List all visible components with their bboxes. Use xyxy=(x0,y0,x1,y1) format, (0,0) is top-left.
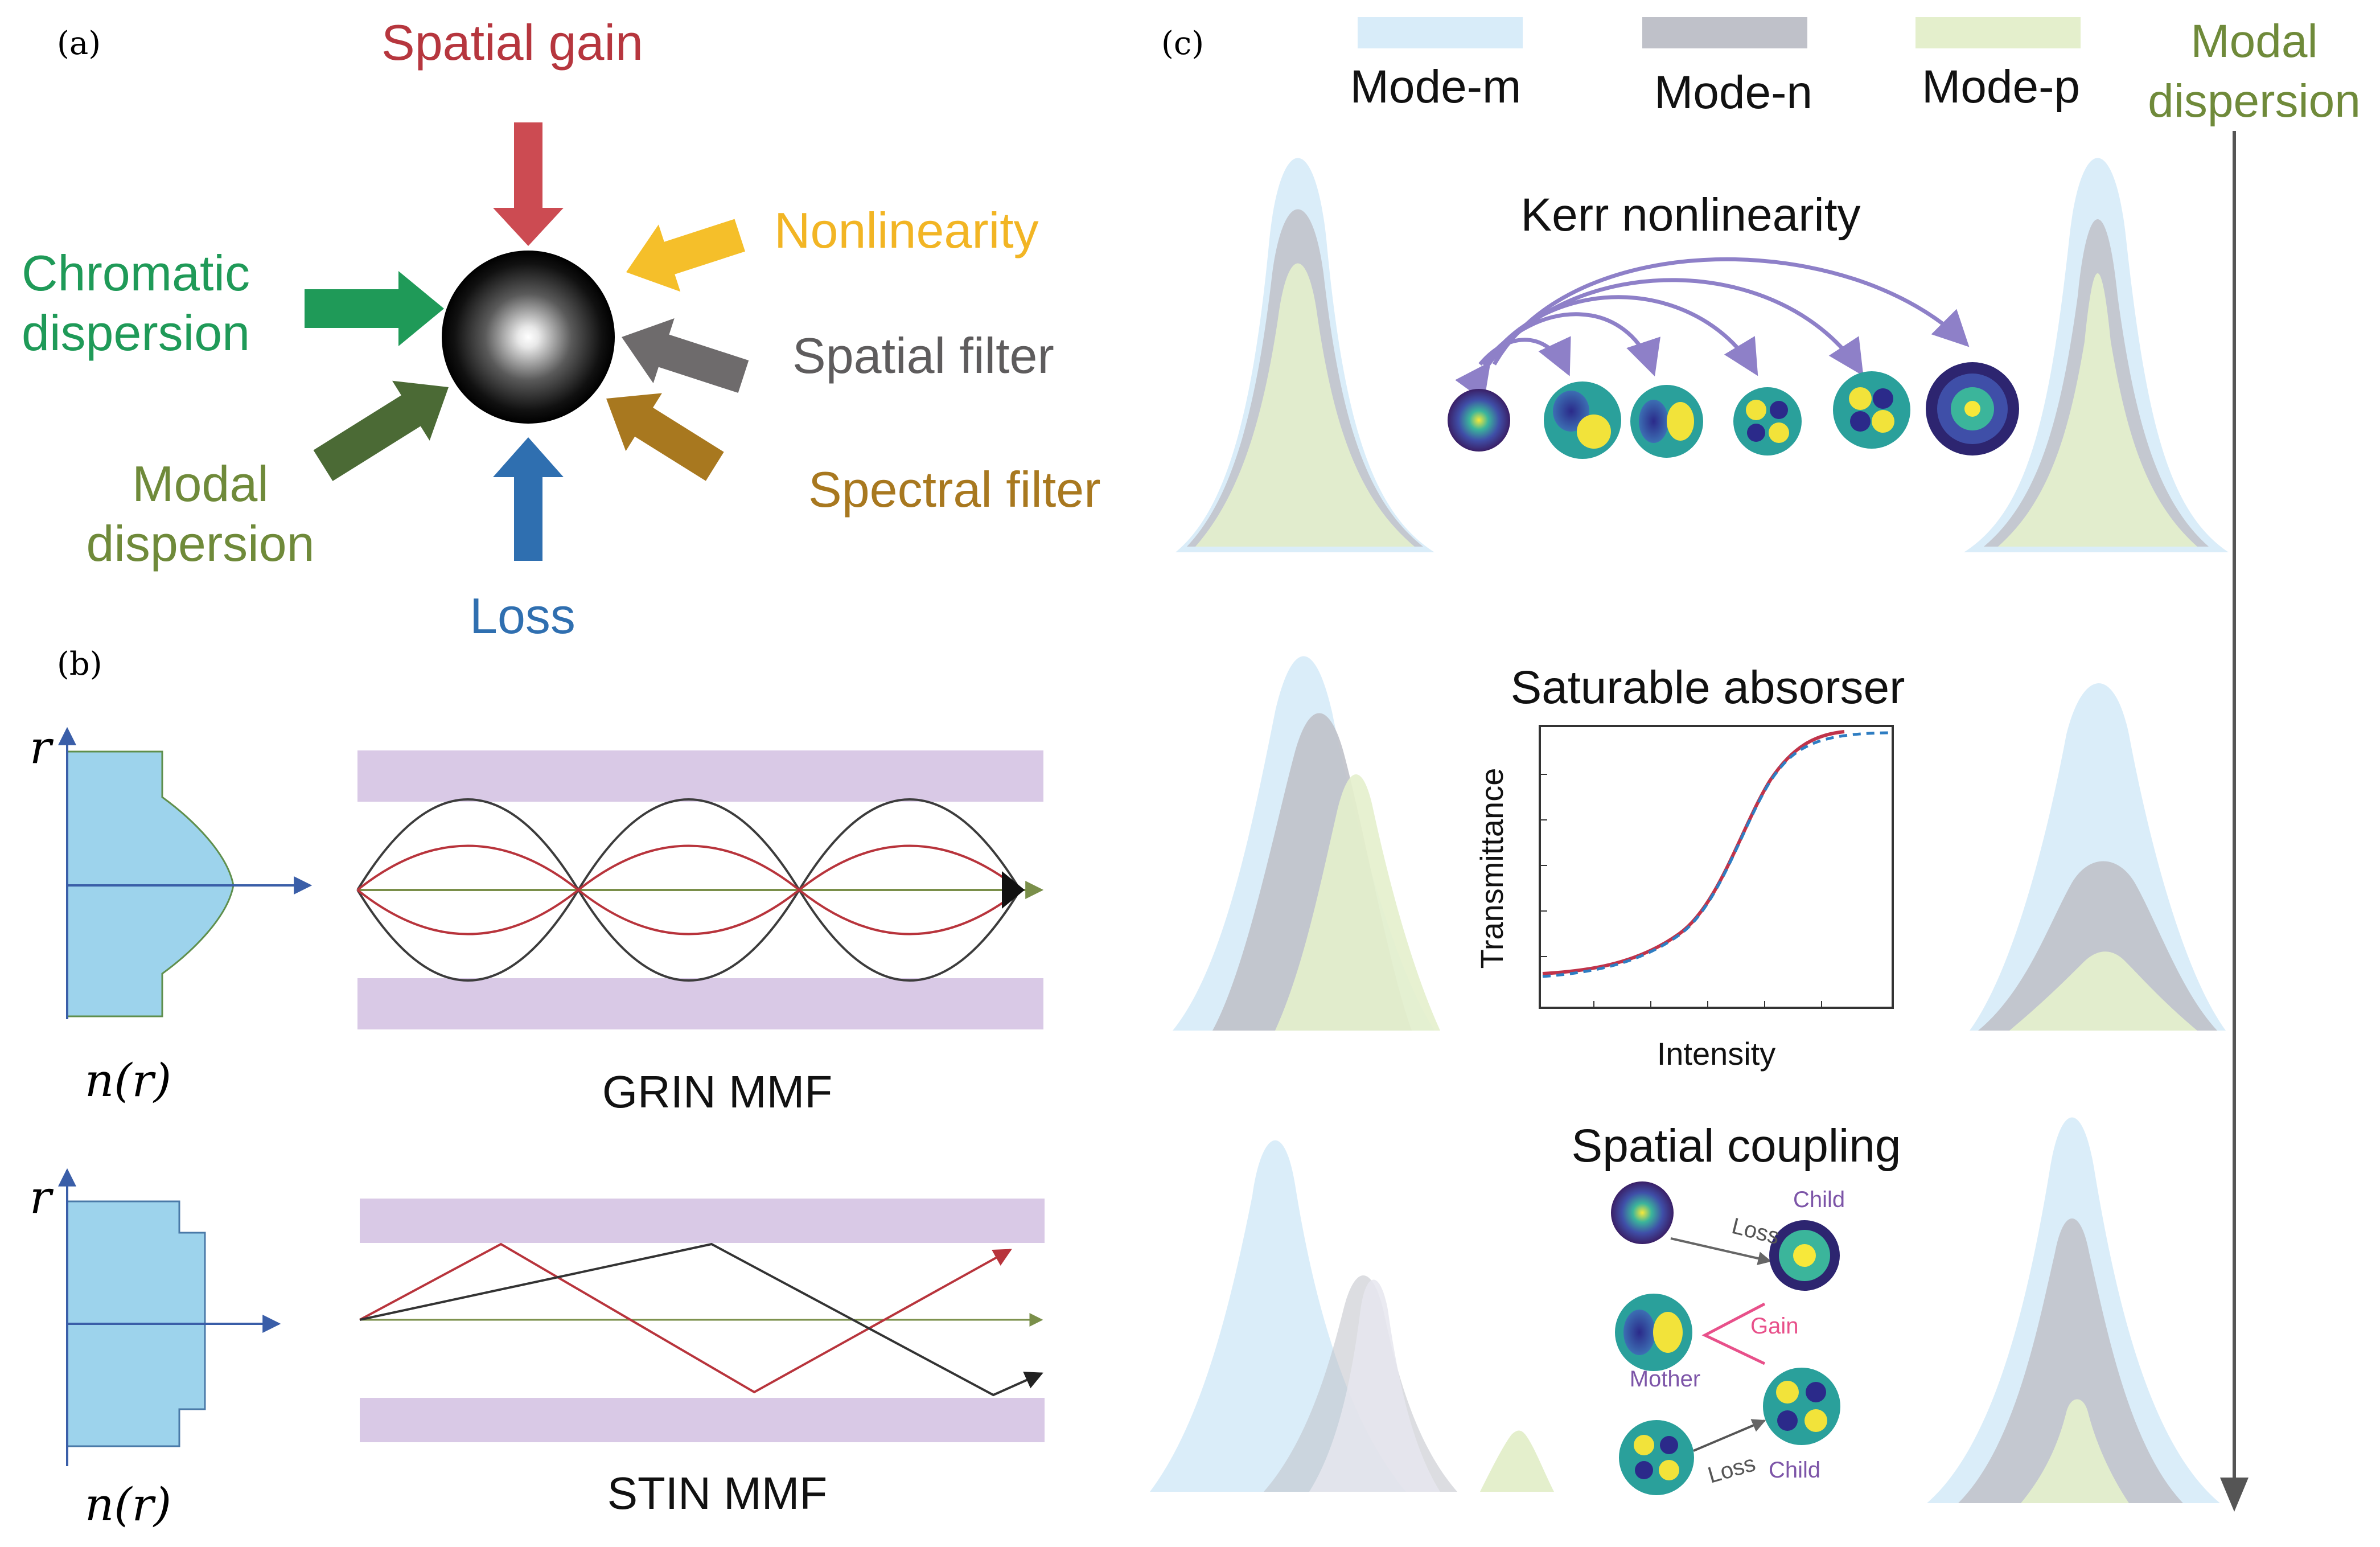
mode-lp21 xyxy=(1733,387,1802,456)
coupling-mother: Mother xyxy=(1630,1367,1701,1392)
kerr-title: Kerr nonlinearity xyxy=(1520,189,1860,241)
chromatic-dispersion-label-1: Chromatic xyxy=(22,245,250,301)
chromatic-dispersion-label-2: dispersion xyxy=(22,305,250,361)
modal-dispersion-label-2: dispersion xyxy=(86,515,314,572)
kerr-coupling-arrows xyxy=(1455,257,1970,401)
spatial-gain-arrow xyxy=(493,122,564,246)
row3-right-pulses xyxy=(1927,1117,2220,1503)
grin-index-profile xyxy=(58,727,313,1019)
coupling-title: Spatial coupling xyxy=(1572,1120,1901,1172)
legend-swatch-mode-m xyxy=(1358,17,1523,48)
nonlinearity-label: Nonlinearity xyxy=(774,202,1039,258)
stin-profile-label: n(r) xyxy=(85,1478,171,1531)
coupling-modes xyxy=(1611,1181,1840,1495)
mode-lp01 xyxy=(1448,389,1510,452)
grin-fiber xyxy=(356,750,1044,1029)
coupling-gain: Gain xyxy=(1750,1314,1799,1339)
mode-lp11b xyxy=(1630,385,1703,458)
pulse-ball xyxy=(442,251,615,424)
grin-axis-label: r xyxy=(30,721,54,774)
row2-right-pulses xyxy=(1970,683,2226,1031)
legend-mode-m: Mode-m xyxy=(1350,61,1522,113)
stin-fiber xyxy=(359,1199,1045,1442)
mode-lp11a xyxy=(1544,381,1621,459)
spatial-filter-label: Spatial filter xyxy=(792,327,1054,384)
panel-b: (b) r n(r) GRIN MMF r n(r) xyxy=(30,646,1045,1531)
legend-mode-n: Mode-n xyxy=(1654,67,1812,118)
saturable-xlabel: Intensity xyxy=(1657,1036,1776,1072)
nonlinearity-arrow xyxy=(626,219,745,292)
panel-c-label: (c) xyxy=(1161,25,1204,62)
spatial-gain-label: Spatial gain xyxy=(381,14,643,71)
coupling-loss-bottom: Loss xyxy=(1705,1451,1758,1488)
panel-a-label: (a) xyxy=(57,25,101,62)
coupling-child-top: Child xyxy=(1793,1187,1845,1212)
chromatic-dispersion-arrow xyxy=(305,271,444,346)
spatial-filter-arrow xyxy=(622,318,749,393)
panel-b-label: (b) xyxy=(57,646,102,683)
panel-c: (c) Mode-m Mode-n Mode-p Modal dispersio… xyxy=(1150,15,2361,1512)
modal-dispersion-arrow xyxy=(313,380,449,481)
stin-title: STIN MMF xyxy=(607,1468,828,1519)
modal-dispersion-axis-arrow xyxy=(2220,131,2249,1512)
legend-mode-p: Mode-p xyxy=(1922,61,2080,113)
saturable-title: Saturable absorser xyxy=(1511,662,1905,713)
legend-swatch-mode-p xyxy=(1915,17,2081,48)
legend: Mode-m Mode-n Mode-p xyxy=(1350,17,2081,118)
row2-left-pulses xyxy=(1173,656,1440,1031)
stin-index-profile xyxy=(58,1168,281,1466)
loss-arrow xyxy=(493,437,564,561)
panel-a: (a) Spatial gain Nonlinearity Spatial fi… xyxy=(22,14,1101,644)
coupling-loss-top: Loss xyxy=(1729,1213,1782,1249)
spectral-filter-label: Spectral filter xyxy=(808,461,1101,518)
row3-left-pulses xyxy=(1150,1140,1554,1492)
grin-profile-label: n(r) xyxy=(85,1054,171,1107)
saturable-ylabel: Transmittance xyxy=(1474,768,1510,969)
loss-label: Loss xyxy=(470,588,576,644)
grin-title: GRIN MMF xyxy=(602,1066,832,1117)
modal-dispersion-c-label-1: Modal xyxy=(2190,15,2317,67)
saturable-plot: Transmittance Intensity xyxy=(1474,725,1894,1072)
mode-lp02 xyxy=(1833,371,1910,449)
modal-dispersion-label-1: Modal xyxy=(132,456,269,512)
row1-right-pulses xyxy=(1964,158,2229,552)
row1-left-pulses xyxy=(1175,158,1434,552)
coupling-child-bottom: Child xyxy=(1769,1458,1820,1483)
legend-swatch-mode-n xyxy=(1642,17,1807,48)
stin-axis-label: r xyxy=(30,1171,54,1224)
modal-dispersion-c-label-2: dispersion xyxy=(2148,75,2361,127)
mode-lp03 xyxy=(1926,362,2019,456)
spectral-filter-arrow xyxy=(606,393,724,481)
